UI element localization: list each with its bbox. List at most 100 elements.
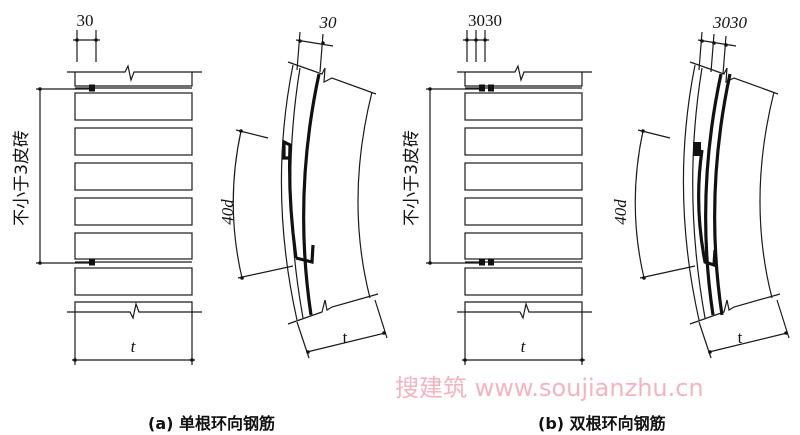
- dimension-tick: [240, 276, 244, 280]
- curved-dimension-line: [295, 39, 334, 47]
- extension-line: [237, 265, 294, 279]
- dimension-tick: [724, 43, 728, 47]
- panel-a-curved-thickness: t: [343, 328, 348, 347]
- rebar-section: [488, 258, 494, 266]
- dimension-tick: [321, 41, 325, 45]
- brick: [464, 232, 583, 260]
- dimension-tick: [239, 129, 243, 133]
- curved-top-break: [689, 61, 779, 95]
- panel-b-double-bar: [426, 30, 790, 365]
- wall-outer-edge: [280, 64, 298, 321]
- brick: [74, 232, 193, 260]
- extension-line: [698, 31, 703, 71]
- panel-a-caption: (a) 单根环向钢筋: [148, 414, 275, 433]
- anchor-dimension-arc: [634, 130, 645, 279]
- lap-bar-hook: [282, 139, 298, 259]
- partial-brick-bottom: [74, 301, 193, 312]
- partial-brick-top: [464, 72, 583, 87]
- extension-line: [639, 265, 696, 279]
- brick: [464, 197, 583, 226]
- panel-b-curved-thickness: t: [738, 328, 743, 347]
- dimension-tick: [190, 358, 194, 362]
- brick: [74, 197, 193, 226]
- wall-inner-edge: [759, 91, 775, 299]
- dimension-tick: [784, 331, 788, 335]
- rebar-section: [89, 258, 95, 266]
- top-break-line: [67, 64, 202, 83]
- dimension-tick: [465, 38, 469, 42]
- dimension-tick: [38, 261, 42, 265]
- panel-b-caption: (b) 双根环向钢筋: [538, 414, 666, 433]
- circumferential-rebar: [704, 73, 723, 316]
- dimension-tick: [700, 39, 704, 43]
- dimension-tick: [708, 350, 712, 354]
- rebar-section: [488, 84, 494, 92]
- lap-bar-hook: [295, 244, 315, 265]
- anchor-dimension-arc: [232, 130, 243, 279]
- cover-line: [692, 67, 706, 319]
- brick: [464, 267, 583, 296]
- curved-top-break: [287, 61, 377, 95]
- dimension-tick: [463, 358, 467, 362]
- wall-inner-edge: [357, 91, 373, 299]
- rebar-section: [479, 84, 485, 92]
- brick: [74, 127, 193, 156]
- panel-a-curved-dimension: 30: [319, 13, 338, 32]
- panel-b-side-label: 不小于3皮砖: [402, 130, 422, 226]
- panel-b-anchor-label: 40d: [611, 199, 630, 225]
- bottom-break-line: [67, 301, 202, 320]
- panel-a-thickness-label: t: [131, 337, 137, 356]
- brick: [464, 162, 583, 191]
- circumferential-rebar: [713, 73, 732, 316]
- brick: [464, 127, 583, 156]
- dimension-tick: [75, 38, 79, 42]
- dimension-tick: [94, 38, 98, 42]
- panel-a-single-bar: [36, 30, 388, 365]
- curved-thickness-dimension: [306, 332, 386, 353]
- panel-a-top-dimension: 30: [77, 11, 94, 30]
- dimension-tick: [428, 261, 432, 265]
- dimension-tick: [306, 350, 310, 354]
- dimension-tick: [642, 276, 646, 280]
- brick: [74, 162, 193, 191]
- dimension-tick: [73, 358, 77, 362]
- panel-a-side-label: 不小于3皮砖: [12, 130, 32, 226]
- dimension-tick: [641, 129, 645, 133]
- extension-line: [722, 35, 727, 75]
- extension-line: [710, 33, 715, 73]
- bottom-break-line: [457, 301, 592, 320]
- circumferential-rebar: [302, 73, 321, 316]
- panel-b-thickness-label: t: [521, 337, 527, 356]
- brick: [74, 92, 193, 121]
- dimension-tick: [382, 331, 386, 335]
- cover-line: [290, 67, 304, 319]
- curved-thickness-dimension: [708, 332, 788, 353]
- brick: [74, 267, 193, 296]
- extension-line: [296, 31, 301, 71]
- rebar-section: [479, 258, 485, 266]
- panel-b-top-dimension: 3030: [468, 11, 502, 30]
- partial-brick-bottom: [464, 301, 583, 312]
- curved-bottom-break: [689, 293, 781, 325]
- curved-bottom-break: [287, 293, 379, 325]
- watermark: 搜建筑 www.soujianzhu.cn: [395, 374, 704, 402]
- panel-b-curved-dimension: 3030: [712, 13, 748, 32]
- dimension-tick: [474, 38, 478, 42]
- top-break-line: [457, 64, 592, 83]
- partial-brick-top: [74, 72, 193, 87]
- dimension-tick: [38, 87, 42, 91]
- curved-dimension-line: [697, 39, 737, 47]
- rebar-section: [89, 84, 95, 92]
- lap-bar-anchor: [693, 142, 701, 156]
- lap-bar-hook: [697, 149, 717, 268]
- wall-outer-edge: [682, 64, 700, 321]
- panel-a-anchor-label: 40d: [218, 199, 237, 225]
- dimension-tick: [712, 41, 716, 45]
- extension-line: [319, 33, 324, 73]
- dimension-tick: [428, 87, 432, 91]
- dimension-tick: [580, 358, 584, 362]
- brick: [464, 92, 583, 121]
- dimension-tick: [298, 39, 302, 43]
